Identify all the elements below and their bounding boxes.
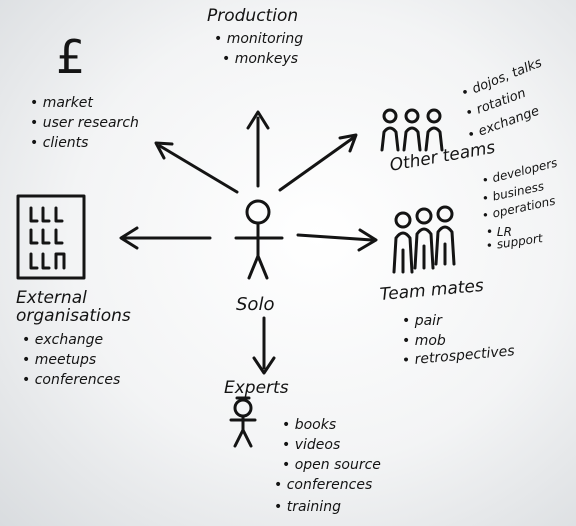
expert-figure-icon	[229, 396, 257, 448]
arrow-left-icon	[119, 226, 212, 250]
arrow-down-icon	[252, 316, 276, 375]
solo-label: Solo	[236, 294, 275, 315]
experts-item-videos: videos	[282, 438, 341, 452]
experts-title: Experts	[224, 378, 289, 398]
external-title-line2: organisations	[16, 306, 131, 326]
money-item-market: market	[30, 96, 93, 110]
arrow-up-left-icon	[154, 141, 239, 194]
solo-figure-icon	[234, 199, 284, 280]
team-mates-item-mob: mob	[402, 334, 446, 348]
pound-sign-icon: £	[56, 30, 86, 84]
arrow-up-icon	[246, 110, 270, 188]
experts-item-conferences: conferences	[274, 478, 373, 492]
external-title-line1: External	[16, 288, 87, 308]
team-mates-people-icon	[392, 205, 456, 274]
arrow-right-icon	[296, 228, 378, 252]
money-item-clients: clients	[30, 136, 89, 150]
team-mates-item-pair: pair	[402, 314, 442, 328]
money-item-user-research: user research	[30, 116, 139, 130]
external-item-exchange: exchange	[22, 333, 103, 347]
production-title: Production	[207, 6, 299, 26]
experts-item-books: books	[282, 418, 336, 432]
external-item-meetups: meetups	[22, 353, 96, 367]
experts-item-training: training	[274, 500, 341, 514]
building-icon	[16, 194, 86, 280]
production-item-monkeys: monkeys	[222, 52, 298, 66]
external-item-conferences: conferences	[22, 373, 121, 387]
experts-item-open-source: open source	[282, 458, 381, 472]
production-item-monitoring: monitoring	[214, 32, 303, 46]
arrow-up-right-icon	[278, 133, 358, 192]
other-teams-people-icon	[380, 108, 444, 152]
